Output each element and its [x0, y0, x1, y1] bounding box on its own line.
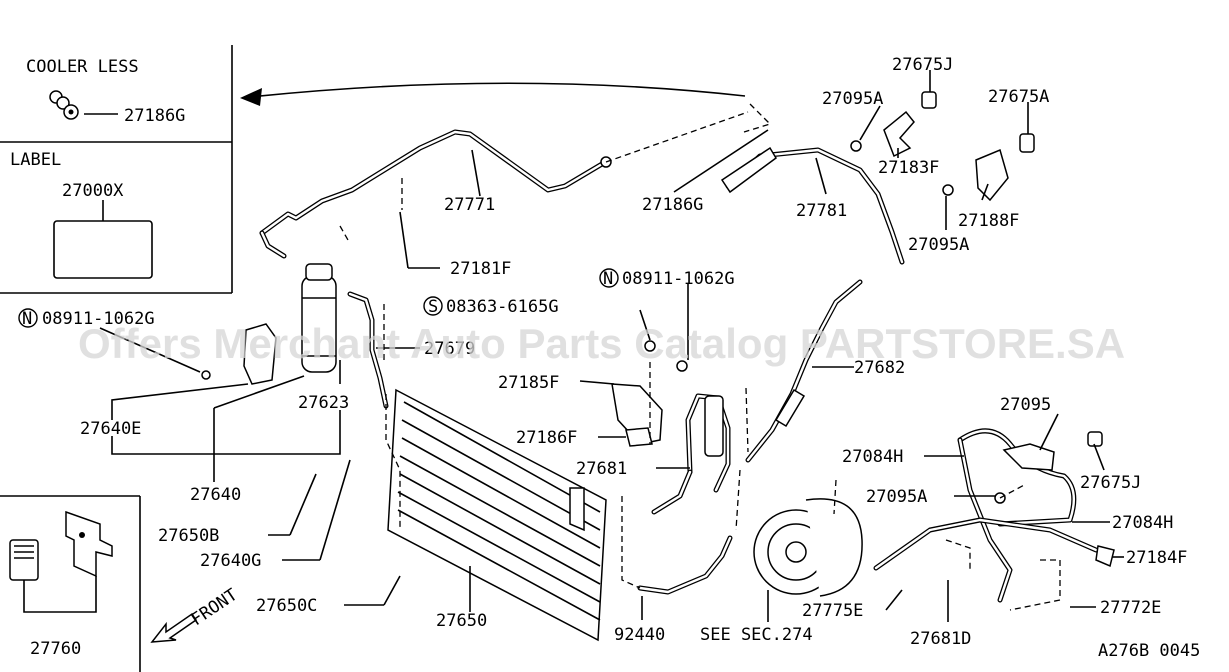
label-sticker [53, 220, 153, 279]
n-symbol-icon-left: N [18, 308, 38, 329]
callout-27775E: 27775E [802, 601, 863, 621]
bracket-box: 27760 [0, 495, 141, 672]
callout-27084H-a: 27084H [842, 447, 903, 467]
callout-27650: 27650 [436, 611, 487, 631]
leader-lines [99, 70, 1124, 622]
receiver-bracket-icon [9, 510, 113, 581]
n-symbol-icon-mid: N [599, 268, 619, 289]
callout-27186G-mid: 27186G [642, 195, 703, 215]
svg-text:N: N [603, 269, 613, 289]
callout-27675A: 27675A [988, 87, 1049, 107]
callout-08363: 08363-6165G [446, 297, 559, 317]
pipe-27682 [745, 279, 863, 463]
svg-text:S: S [428, 297, 438, 317]
watermark: Offers Merchant Auto Parts Catalog PARTS… [78, 320, 1125, 367]
front-arrow-icon [150, 612, 198, 643]
callout-27623: 27623 [298, 393, 349, 413]
pipe-27084H [873, 428, 1099, 603]
bracket-27095 [994, 431, 1115, 568]
cap-nut-icon [49, 90, 79, 120]
front-label: FRONT [188, 585, 242, 630]
callout-92440: 92440 [614, 625, 665, 645]
callout-27181F: 27181F [450, 259, 511, 279]
callout-27781: 27781 [796, 201, 847, 221]
pipe-27781 [720, 146, 905, 265]
callout-27183F: 27183F [878, 158, 939, 178]
callout-27681: 27681 [576, 459, 627, 479]
callout-27771: 27771 [444, 195, 495, 215]
pipe-27771 [259, 129, 612, 259]
callout-27681D: 27681D [910, 629, 971, 649]
pipe-92440 [637, 535, 733, 595]
callout-27640G: 27640G [200, 551, 261, 571]
callout-27679: 27679 [424, 339, 475, 359]
bracket-27640E [201, 323, 277, 385]
callout-27185F: 27185F [498, 373, 559, 393]
callout-27682: 27682 [854, 358, 905, 378]
see-section-label: SEE SEC.274 [700, 625, 813, 645]
pipe-27623 [347, 291, 389, 409]
callout-27675J-right: 27675J [1080, 473, 1141, 493]
label-box-part: 27000X [62, 181, 124, 201]
cooler-less-title: COOLER LESS [26, 57, 139, 77]
cooler-less-part: 27186G [124, 106, 185, 126]
callout-27650B: 27650B [158, 526, 219, 546]
callout-27772E: 27772E [1100, 598, 1161, 618]
callout-27184F: 27184F [1126, 548, 1187, 568]
bracket-27183F [850, 91, 937, 158]
bracket-27185F [611, 340, 688, 447]
callout-27095A-mid: 27095A [908, 235, 969, 255]
condenser-27650 [387, 388, 607, 642]
part-callouts: 27675J 27095A 27675A 27183F 27771 27186G… [42, 55, 1200, 661]
callout-27650C: 27650C [256, 596, 317, 616]
callout-27084H-b: 27084H [1112, 513, 1173, 533]
callout-27186F: 27186F [516, 428, 577, 448]
callout-27095A-low: 27095A [866, 487, 927, 507]
callout-27095A-top: 27095A [822, 89, 883, 109]
callout-08911-mid: 08911-1062G [622, 269, 735, 289]
receiver-drier-27640 [301, 263, 337, 373]
callout-27640E: 27640E [80, 419, 141, 439]
diagram-id: A276B 0045 [1098, 641, 1200, 661]
hose-27681 [651, 393, 731, 515]
callout-27640: 27640 [190, 485, 241, 505]
svg-text:N: N [22, 309, 32, 329]
label-box-title: LABEL [10, 150, 61, 170]
dashed-links [339, 103, 1061, 611]
callout-27188F: 27188F [958, 211, 1019, 231]
callout-27095-right: 27095 [1000, 395, 1051, 415]
bracket-27188F [942, 133, 1035, 202]
compressor [753, 498, 863, 597]
cooler-less-box: COOLER LESS 27186G [0, 45, 233, 143]
callout-08911-left: 08911-1062G [42, 309, 155, 329]
bracket-part: 27760 [30, 639, 81, 659]
callout-27675J-top: 27675J [892, 55, 953, 75]
s-symbol-icon: S [423, 296, 443, 317]
reference-arrow [240, 82, 746, 106]
label-box: LABEL 27000X [0, 142, 233, 294]
